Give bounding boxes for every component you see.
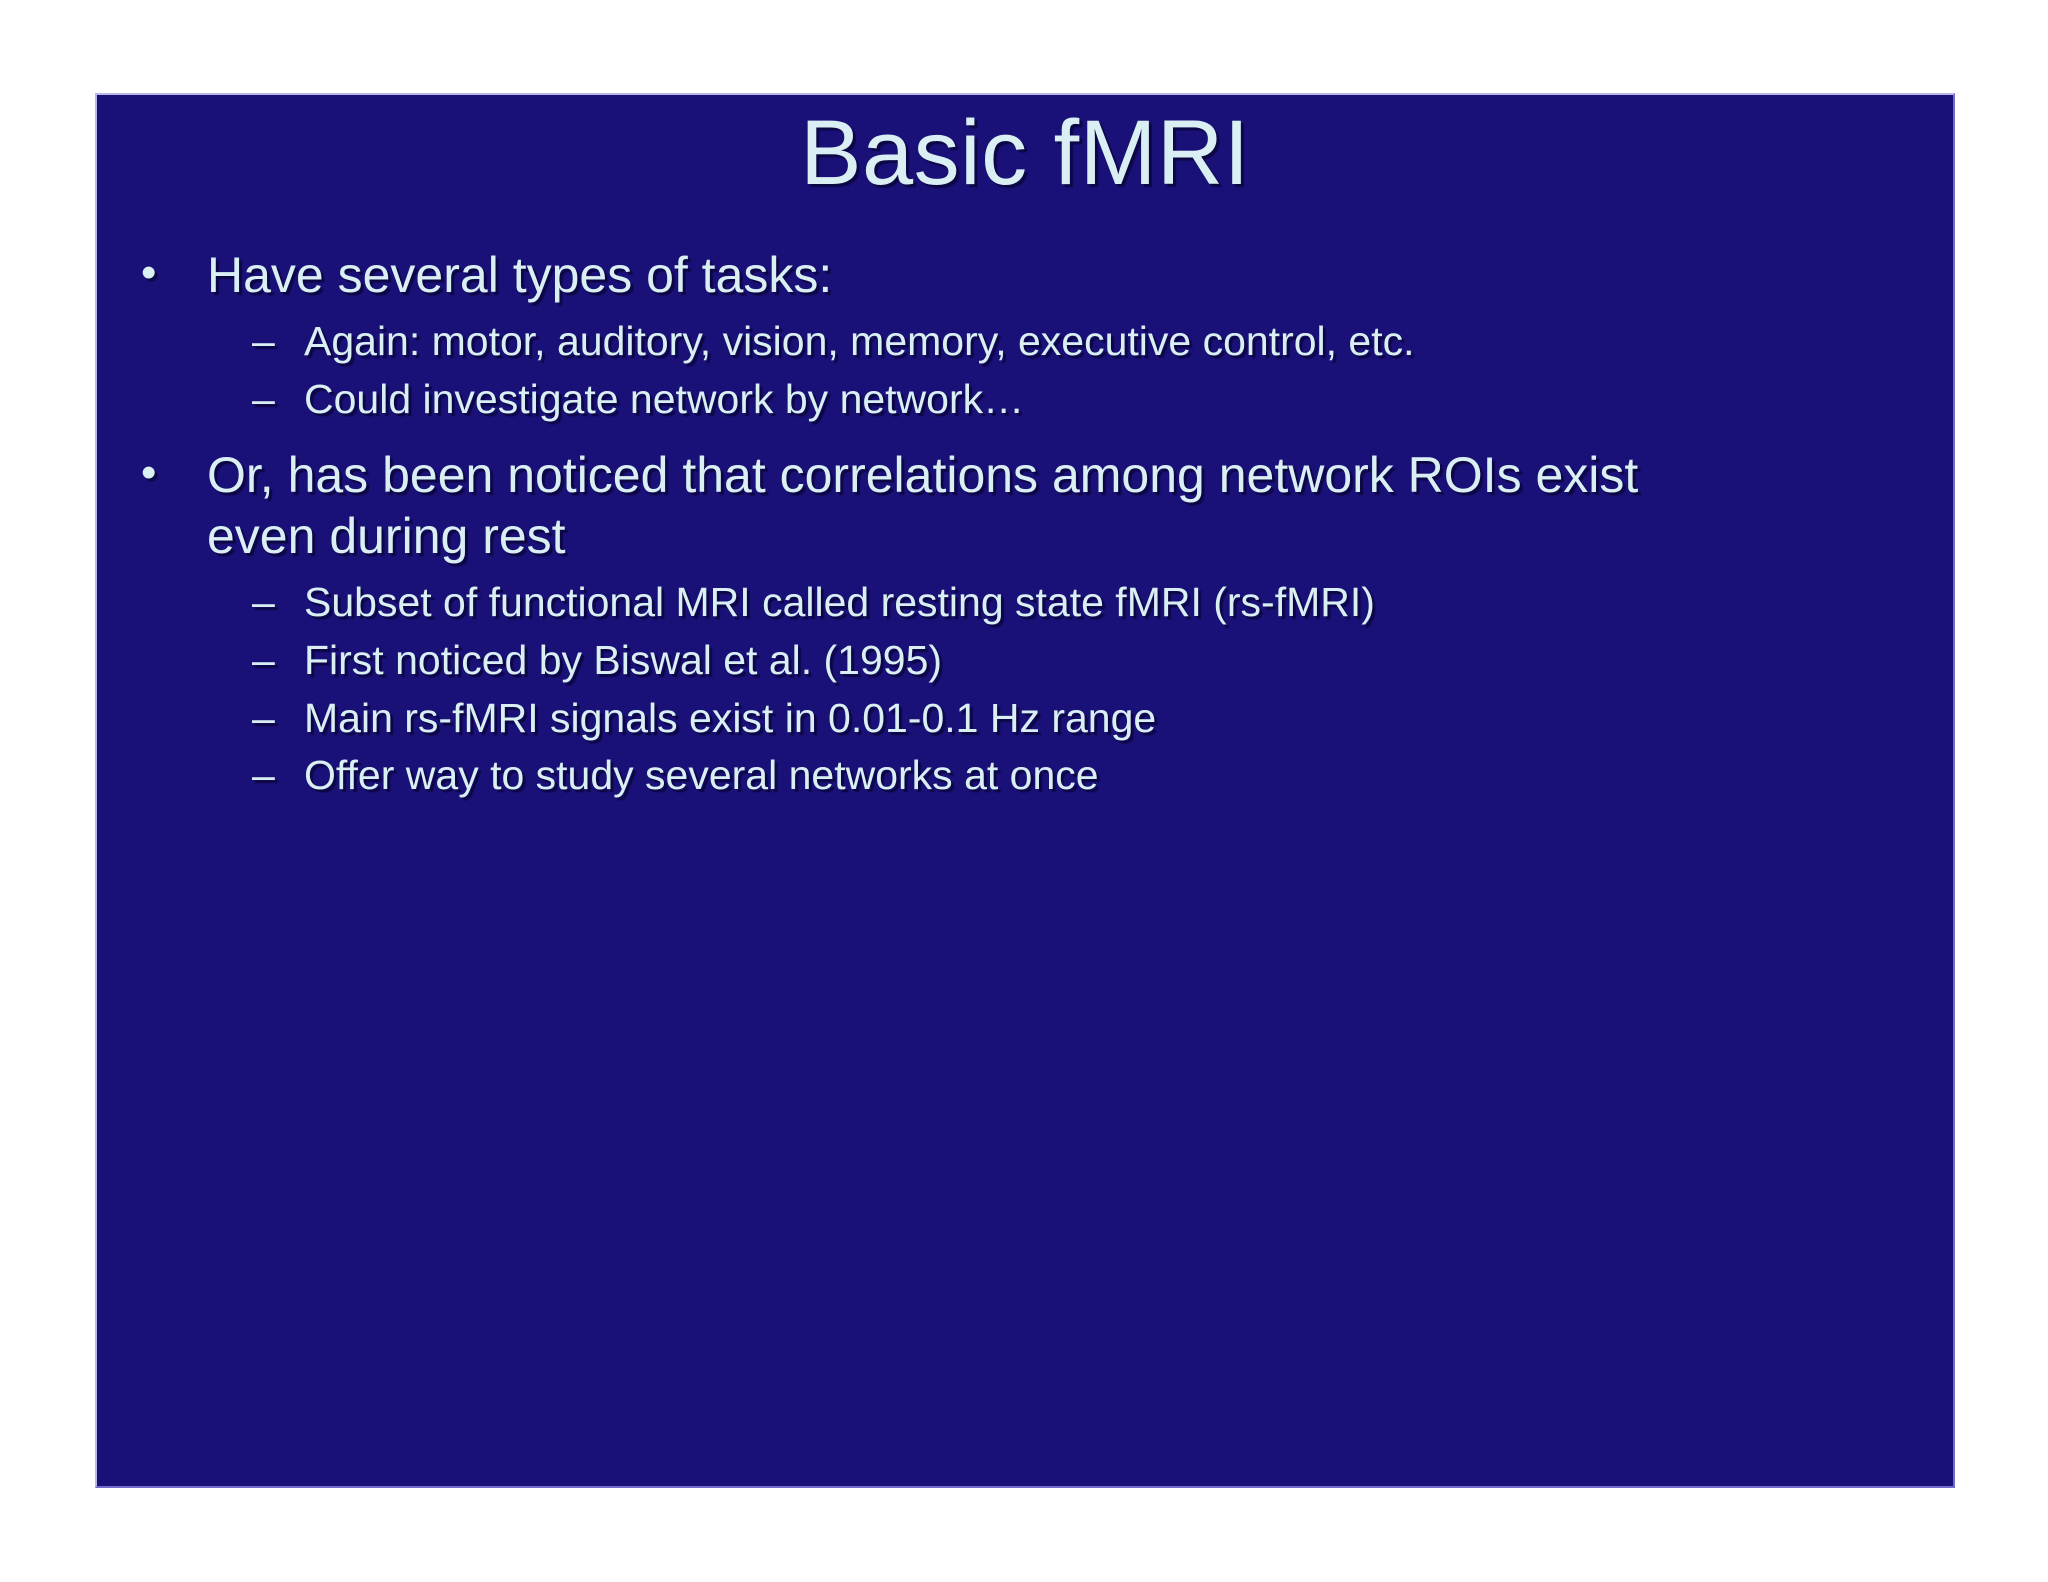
bullet-text: Have several types of tasks: [207,247,833,303]
bullet-dash-icon: – [252,318,275,364]
bullet-item-level2: – Main rs-fMRI signals exist in 0.01-0.1… [97,693,1953,745]
bullet-dot-icon: • [141,448,157,498]
bullet-dash-icon: – [252,375,275,422]
bullet-item-level1: • Or, has been noticed that correlations… [97,445,1953,567]
bullet-text: First noticed by Biswal et al. (1995) [304,636,943,683]
slide-title: Basic fMRI [800,102,1250,204]
bullet-dash-icon: – [252,694,275,741]
slide-body: • Have several types of tasks: – Again: … [97,245,1953,808]
presentation-slide: Basic fMRI • Have several types of tasks… [95,93,1955,1488]
bullet-text: Offer way to study several networks at o… [304,752,1099,799]
bullet-item-level2: – Again: motor, auditory, vision, memory… [97,316,1953,368]
bullet-dash-icon: – [252,752,275,799]
bullet-item-level2: – Could investigate network by network… [97,374,1953,426]
bullet-text: Subset of functional MRI called resting … [304,579,1375,626]
bullet-dot-icon: • [141,248,157,297]
bullet-dash-icon: – [252,636,275,683]
bullet-item-level2: – Offer way to study several networks at… [97,750,1953,802]
bullet-dash-icon: – [252,579,275,626]
bullet-item-level1: • Have several types of tasks: [97,245,1953,306]
bullet-text: Or, has been noticed that correlations a… [207,447,1639,565]
bullet-item-level2: – Subset of functional MRI called restin… [97,577,1953,629]
bullet-text: Could investigate network by network… [304,375,1025,422]
bullet-text: Main rs-fMRI signals exist in 0.01-0.1 H… [304,694,1157,741]
bullet-item-level2: – First noticed by Biswal et al. (1995) [97,635,1953,687]
bullet-text: Again: motor, auditory, vision, memory, … [304,318,1415,364]
